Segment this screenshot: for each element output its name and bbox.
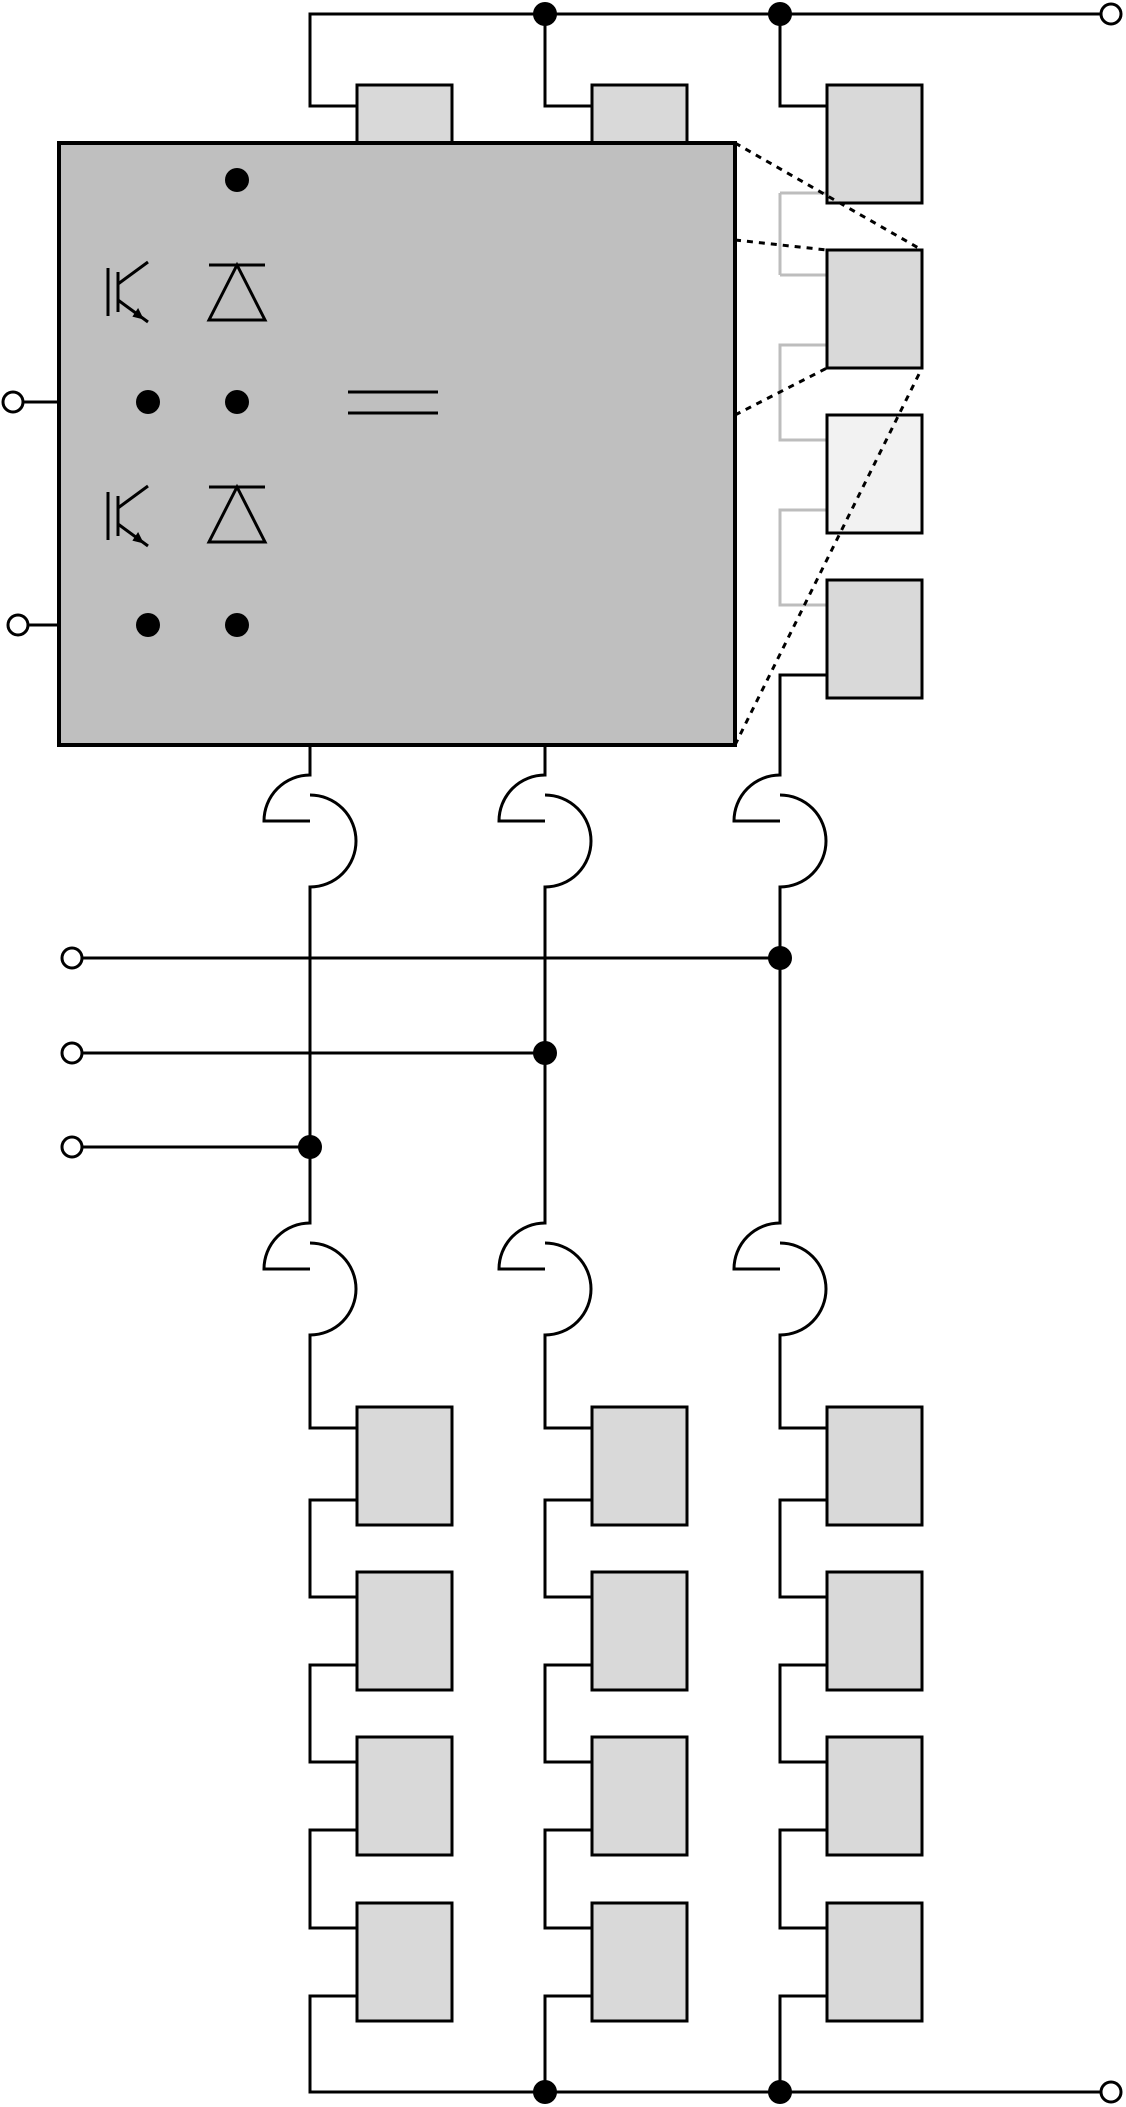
lower-arm-wire bbox=[543, 1994, 594, 2094]
upper-arm-inductor-icon bbox=[497, 773, 593, 889]
lower-arm-wire bbox=[308, 1994, 359, 2094]
lower-arm-wire bbox=[308, 1376, 359, 1430]
lower-arm-wire bbox=[778, 1994, 829, 2094]
upper-arm-wire bbox=[308, 12, 359, 108]
submodule bbox=[825, 578, 924, 700]
submodule bbox=[355, 83, 454, 145]
upper-arm-inductor-icon bbox=[732, 773, 828, 889]
upper-arm-wire bbox=[778, 12, 829, 108]
series-link-wire bbox=[308, 1498, 359, 1599]
ac-terminal bbox=[60, 946, 84, 970]
submodule bbox=[590, 1570, 689, 1692]
ac-terminal bbox=[60, 1041, 84, 1065]
junction-node bbox=[533, 2080, 557, 2104]
series-link-wire bbox=[543, 1663, 594, 1764]
junction-node bbox=[533, 1041, 557, 1065]
submodule bbox=[825, 83, 924, 205]
ac-terminal bbox=[60, 1135, 84, 1159]
submodule-terminal-b bbox=[6, 613, 30, 637]
submodule bbox=[590, 1901, 689, 2023]
submodule bbox=[825, 1735, 924, 1857]
diode-upper-icon bbox=[206, 261, 268, 322]
submodule bbox=[355, 1735, 454, 1857]
junction-node bbox=[768, 946, 792, 970]
upper-arm-wire bbox=[543, 12, 594, 108]
lower-arm-wire bbox=[778, 1376, 829, 1430]
upper-arm-wire bbox=[778, 508, 827, 607]
dc-positive-terminal bbox=[1099, 2, 1123, 26]
junction-nodes bbox=[136, 2, 792, 2104]
lower-arm-inductor-icon bbox=[262, 1221, 358, 1337]
zoom-guide-line bbox=[734, 366, 828, 417]
submodule-terminal-a bbox=[1, 390, 25, 414]
igbt-upper-icon-arrow bbox=[132, 308, 144, 320]
capacitor-symbol bbox=[348, 390, 438, 415]
series-link-wire bbox=[778, 1498, 829, 1599]
junction-node bbox=[136, 390, 160, 414]
igbt-lower-icon bbox=[106, 484, 149, 548]
junction-node bbox=[768, 2, 792, 26]
lower-arm-wire bbox=[543, 1376, 594, 1430]
series-link-wire bbox=[543, 1498, 594, 1599]
submodules bbox=[355, 83, 924, 2023]
submodule-faded bbox=[825, 413, 924, 535]
zoom-guide-line bbox=[734, 238, 828, 252]
junction-node bbox=[225, 613, 249, 637]
junction-node bbox=[225, 168, 249, 192]
series-link-wire bbox=[778, 1663, 829, 1764]
submodule bbox=[355, 1405, 454, 1527]
igbt-upper-icon bbox=[106, 260, 149, 324]
junction-node bbox=[136, 613, 160, 637]
series-link-wire bbox=[778, 1828, 829, 1930]
lower-arm-inductor-icon bbox=[497, 1221, 593, 1337]
submodule bbox=[355, 1570, 454, 1692]
junction-node bbox=[533, 2, 557, 26]
series-link-wire bbox=[543, 1828, 594, 1930]
junction-node bbox=[768, 2080, 792, 2104]
submodule bbox=[590, 1405, 689, 1527]
submodule bbox=[825, 1570, 924, 1692]
dc-negative-terminal bbox=[1099, 2080, 1123, 2104]
series-link-wire bbox=[308, 1663, 359, 1764]
submodule bbox=[355, 1901, 454, 2023]
spacer bbox=[780, 500, 782, 502]
submodule-detail bbox=[57, 141, 924, 747]
igbt-lower-icon-arrow bbox=[132, 532, 144, 544]
upper-arm-wire bbox=[778, 673, 829, 777]
junction-node bbox=[298, 1135, 322, 1159]
submodule bbox=[590, 83, 689, 145]
upper-arm-wire bbox=[778, 343, 827, 442]
series-link-wire bbox=[308, 1828, 359, 1930]
upper-arm-inductor-icon bbox=[262, 773, 358, 889]
lower-arm-inductor-icon bbox=[732, 1221, 828, 1337]
arm-inductors bbox=[262, 773, 828, 1337]
diode-lower-icon bbox=[206, 483, 268, 544]
submodule-highlighted bbox=[825, 248, 924, 370]
zoom-guide-line bbox=[733, 367, 924, 746]
submodule bbox=[825, 1901, 924, 2023]
junction-node bbox=[225, 390, 249, 414]
submodule bbox=[825, 1405, 924, 1527]
submodule-detail-box bbox=[57, 141, 737, 747]
submodule bbox=[590, 1735, 689, 1857]
